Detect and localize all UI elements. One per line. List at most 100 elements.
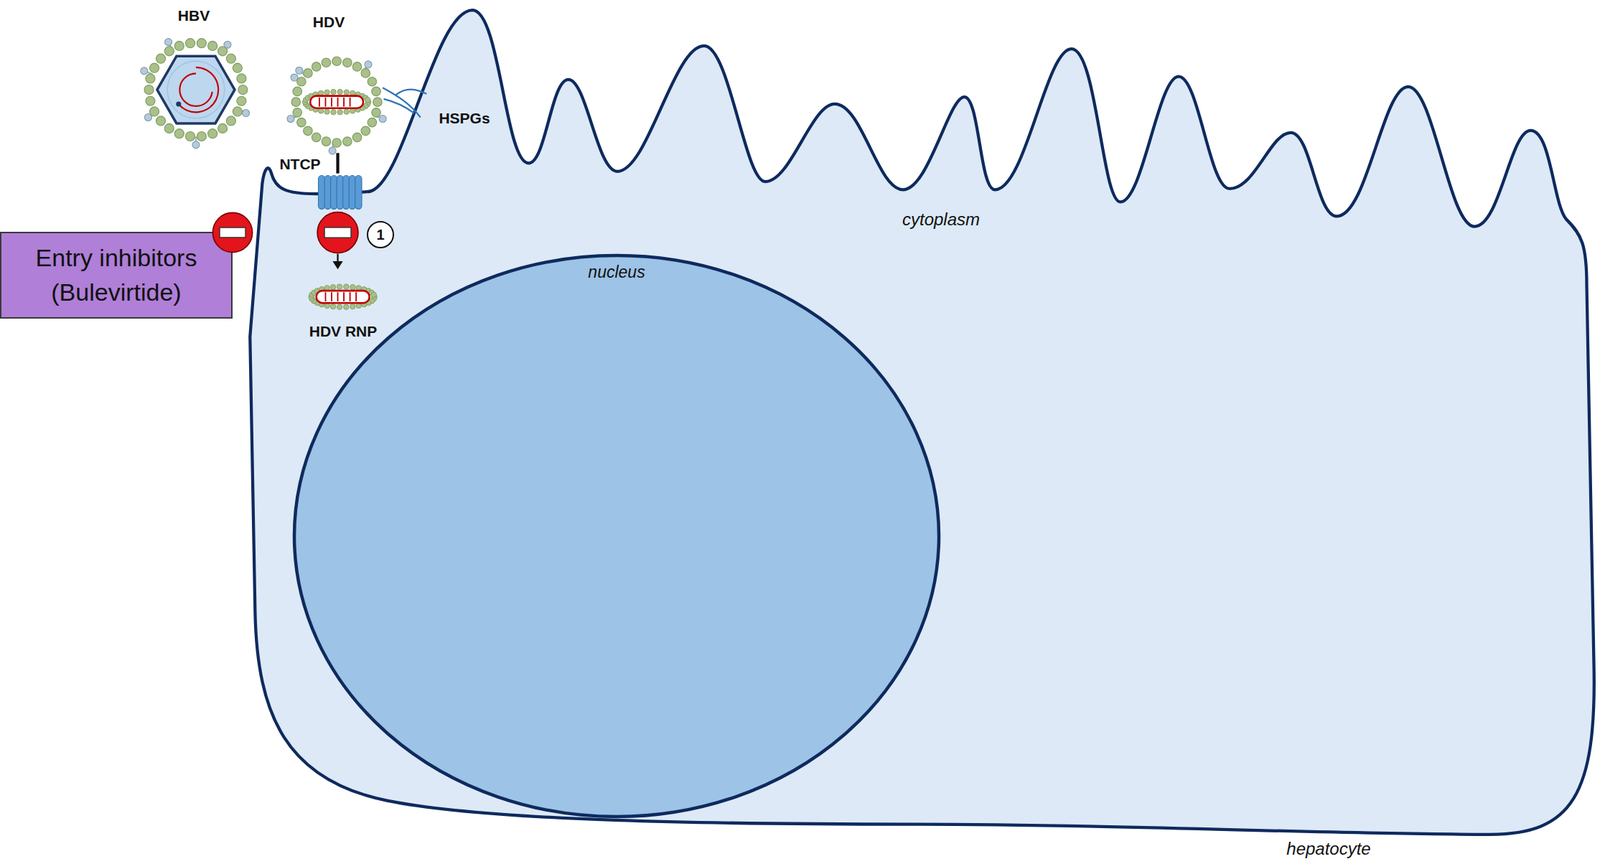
nucleus-ellipse — [294, 255, 939, 817]
hdag-bead — [337, 89, 343, 95]
envelope-bead — [196, 38, 207, 49]
envelope-bead — [218, 123, 228, 133]
ntcp-helix — [324, 175, 331, 209]
envelope-bead — [361, 126, 371, 136]
nucleus: nucleus — [292, 253, 942, 820]
ntcp-receptor — [318, 175, 362, 209]
stop-circle — [212, 212, 252, 252]
envelope-bead — [164, 123, 174, 133]
hdag-bead — [324, 109, 330, 115]
envelope-bead — [232, 63, 242, 73]
hspg-chains — [382, 87, 427, 118]
envelope-bead — [149, 106, 159, 117]
envelope-bead — [174, 129, 184, 139]
envelope-bead — [238, 85, 248, 95]
hdag-bead — [350, 303, 356, 309]
envelope-bead — [373, 97, 383, 107]
callout-circle: 1 — [366, 221, 395, 249]
envelope-bead — [226, 53, 236, 64]
rna-pairing — [330, 97, 333, 107]
envelope-bead — [367, 76, 377, 87]
envelope-bead — [155, 53, 166, 64]
rna-pairing — [325, 97, 327, 107]
stop-bar — [219, 227, 246, 238]
hdag-bead — [324, 89, 330, 95]
box-label: Entry inhibitors (Bulevirtide) — [10, 241, 223, 310]
envelope-bead — [352, 132, 362, 143]
ntcp-helix — [318, 175, 326, 209]
hdag-bead — [343, 284, 349, 290]
envelope-bead — [371, 108, 382, 118]
envelope-bead — [343, 58, 353, 68]
stop-circle — [317, 212, 359, 254]
envelope-bead — [208, 129, 218, 139]
spike-head — [140, 67, 148, 75]
envelope-bead — [218, 46, 228, 56]
envelope-bead — [145, 73, 156, 84]
stop-bar — [324, 227, 352, 238]
envelope-bead — [367, 117, 377, 128]
envelope-bead — [321, 58, 331, 68]
hdag-bead — [330, 284, 336, 290]
hdag-bead — [337, 109, 343, 115]
hdag-bead — [343, 109, 349, 115]
envelope-bead — [311, 62, 321, 72]
stop-sign — [211, 211, 254, 254]
rna-pairing — [337, 292, 339, 302]
spike-head — [295, 66, 303, 74]
ntcp-helix — [336, 175, 344, 209]
spike-head — [242, 109, 250, 118]
spike-head — [379, 115, 387, 123]
hbv-dna — [178, 67, 219, 113]
entry-arrow — [336, 254, 339, 263]
envelope-bead — [174, 40, 184, 51]
envelope-bead — [236, 73, 247, 84]
envelope-bead — [196, 131, 207, 141]
envelope-bead — [311, 132, 321, 143]
envelope-bead — [371, 86, 382, 97]
spike-head — [287, 115, 295, 123]
hdag-bead — [336, 304, 342, 310]
nucleus-outline — [292, 253, 942, 820]
spike-head — [165, 38, 173, 46]
virus-label: HBV — [178, 7, 210, 25]
hdag-bead — [365, 96, 371, 102]
envelope-bead — [297, 76, 307, 87]
envelope-bead — [232, 106, 242, 117]
spike-head — [192, 141, 200, 149]
hdv-virion — [287, 56, 387, 155]
inhibitor-box: Entry inhibitors (Bulevirtide) — [0, 231, 233, 319]
envelope-bead — [361, 68, 371, 79]
envelope-bead — [236, 96, 247, 106]
ntcp-helix — [355, 175, 362, 209]
envelope-bead — [332, 138, 342, 148]
hbv-polymerase — [175, 101, 181, 107]
envelope-bead — [291, 97, 301, 107]
envelope-bead — [185, 38, 196, 49]
rna-pairing — [343, 292, 345, 302]
envelope-bead — [164, 46, 174, 56]
particle-label: HDV RNP — [309, 323, 378, 341]
envelope-bead — [149, 63, 159, 73]
rna-pairing — [325, 292, 327, 302]
cell-outline — [249, 10, 1595, 835]
stop-sign — [317, 212, 359, 254]
callout-number: 1 — [376, 227, 385, 242]
envelope-bead — [321, 137, 331, 147]
hdag-bead — [350, 284, 356, 290]
hbv-capsid — [157, 55, 235, 124]
ntcp-helix — [348, 175, 356, 209]
envelope-bead — [303, 126, 313, 136]
hdag-bead — [330, 109, 336, 115]
hbv-virion — [140, 38, 250, 149]
envelope-bead — [303, 68, 313, 79]
hdag-bead — [343, 304, 349, 310]
spike-head — [364, 61, 372, 69]
hdag-bead — [336, 284, 342, 290]
envelope-bead — [145, 96, 156, 106]
hbv-core — [167, 61, 225, 119]
rna-pairing — [349, 292, 352, 302]
hdv-rna — [310, 96, 364, 109]
ntcp-helix — [330, 175, 338, 209]
